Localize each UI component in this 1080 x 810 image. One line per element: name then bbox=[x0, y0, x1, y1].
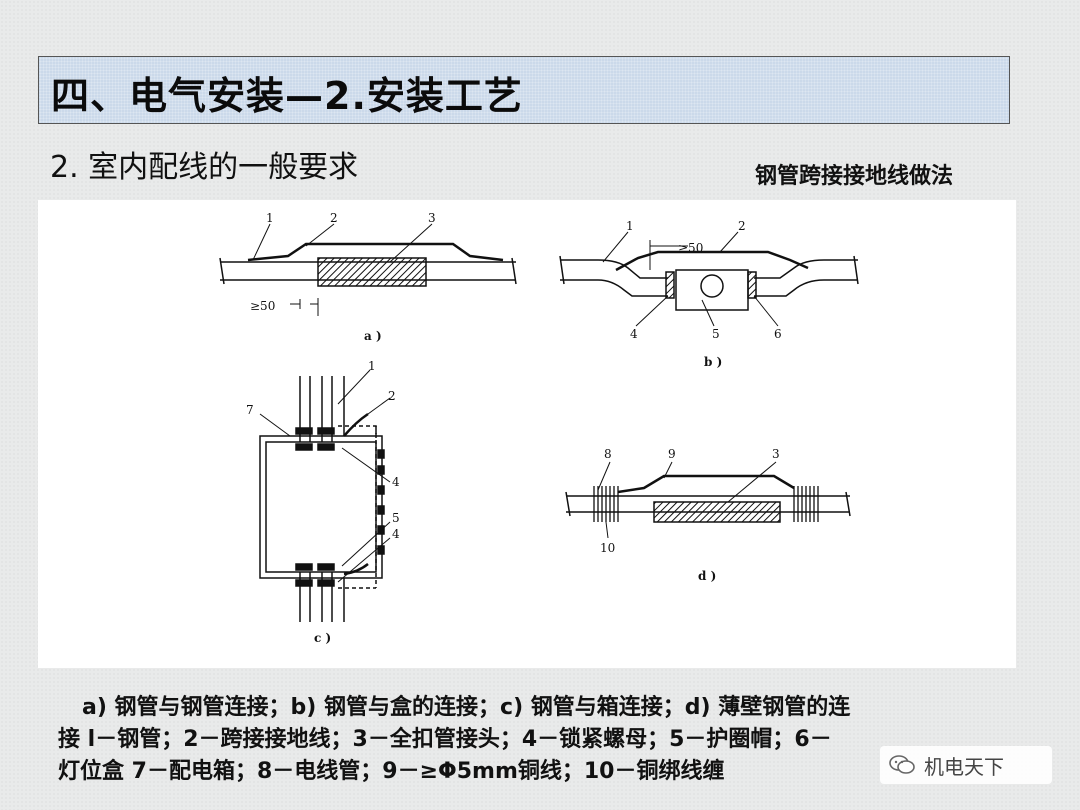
legend-line-1: a) 钢管与钢管连接；b) 钢管与盒的连接；c) 钢管与箱连接；d) 薄壁钢管的… bbox=[82, 695, 851, 720]
diagram-panel: 1 2 3 ≥50 a ) bbox=[38, 200, 1016, 668]
label-d-9: 9 bbox=[668, 447, 676, 461]
title-bar: 四、电气安装—2.安装工艺 bbox=[38, 56, 1010, 124]
figure-legend: a) 钢管与钢管连接；b) 钢管与盒的连接；c) 钢管与箱连接；d) 薄壁钢管的… bbox=[58, 692, 1018, 788]
label-a-1: 1 bbox=[266, 211, 274, 225]
grounding-diagram: 1 2 3 ≥50 a ) bbox=[219, 211, 859, 645]
label-c-2: 2 bbox=[388, 389, 396, 403]
watermark-text: 机电天下 bbox=[924, 754, 1004, 779]
label-b-1: 1 bbox=[626, 219, 634, 233]
label-a-caption: a ) bbox=[364, 329, 382, 343]
legend-line-3: 灯位盒 7－配电箱；8－电线管；9－≥Φ5mm铜线；10－铜绑线缠 bbox=[58, 759, 725, 784]
legend-line-2: 接 l－钢管；2－跨接接地线；3－全扣管接头；4－锁紧螺母；5－护圈帽；6－ bbox=[58, 727, 832, 752]
label-d-8: 8 bbox=[604, 447, 612, 461]
label-b-dim: ≥50 bbox=[678, 241, 703, 255]
diagram-caption: 钢管跨接接地线做法 bbox=[755, 164, 954, 189]
label-c-4b: 4 bbox=[392, 527, 400, 541]
label-c-1: 1 bbox=[368, 359, 376, 373]
label-b-4: 4 bbox=[630, 327, 638, 341]
slide-title: 四、电气安装—2.安装工艺 bbox=[51, 74, 523, 118]
label-b-caption: b ) bbox=[704, 355, 722, 369]
label-c-7: 7 bbox=[246, 403, 254, 417]
wechat-icon bbox=[889, 755, 915, 774]
label-b-2: 2 bbox=[738, 219, 746, 233]
label-a-3: 3 bbox=[428, 211, 436, 225]
section-heading: 2. 室内配线的一般要求 bbox=[50, 150, 359, 185]
diagram-b bbox=[559, 231, 859, 327]
label-a-dim: ≥50 bbox=[250, 299, 275, 313]
label-b-5: 5 bbox=[712, 327, 720, 341]
diagram-d bbox=[565, 461, 851, 539]
label-c-caption: c ) bbox=[314, 631, 331, 645]
label-d-10: 10 bbox=[600, 541, 615, 555]
label-c-4a: 4 bbox=[392, 475, 400, 489]
watermark: 机电天下 bbox=[880, 746, 1052, 784]
label-d-caption: d ) bbox=[698, 569, 716, 583]
label-d-3: 3 bbox=[772, 447, 780, 461]
label-c-5: 5 bbox=[392, 511, 400, 525]
diagram-c bbox=[259, 369, 391, 622]
label-b-6: 6 bbox=[774, 327, 782, 341]
label-a-2: 2 bbox=[330, 211, 338, 225]
diagram-a bbox=[219, 223, 517, 316]
